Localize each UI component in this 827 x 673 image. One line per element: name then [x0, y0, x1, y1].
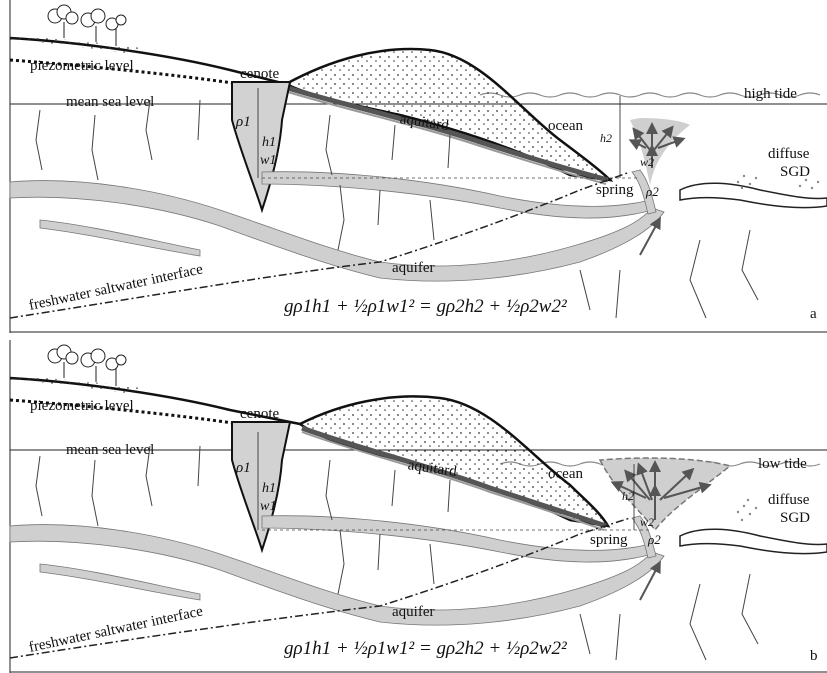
label-mean-sea-level: mean sea level [66, 94, 154, 110]
soil-dots [10, 36, 140, 56]
symbol-w1: w1 [260, 499, 276, 514]
label-mean-sea-level: mean sea level [66, 442, 154, 458]
label-spring: spring [590, 532, 628, 548]
panel-b: piezometric level cenote mean sea level … [0, 340, 827, 673]
diagram-b: piezometric level cenote mean sea level … [0, 340, 827, 673]
panel-letter: b [810, 648, 818, 664]
label-cenote: cenote [240, 406, 279, 422]
label-ocean: ocean [548, 466, 583, 482]
panel-letter: a [810, 306, 817, 322]
symbol-rho1: ρ1 [235, 114, 251, 130]
symbol-h2: h2 [600, 131, 612, 145]
label-spring: spring [596, 182, 634, 198]
label-piezometric: piezometric level [30, 398, 134, 414]
coast-reef [680, 183, 827, 207]
diffuse-dots [737, 499, 757, 521]
label-aquifer: aquifer [392, 260, 434, 276]
label-aquifer: aquifer [392, 604, 434, 620]
soil-dots [10, 376, 140, 396]
cenote-body [232, 82, 290, 210]
diagram-a: piezometric level cenote mean sea level … [0, 0, 827, 333]
symbol-h1: h1 [262, 135, 276, 150]
symbol-w1: w1 [260, 153, 276, 168]
equation: gρ1h1 + ½ρ1w1² = gρ2h2 + ½ρ2w2² [284, 638, 567, 659]
label-tide: high tide [744, 86, 797, 102]
symbol-rho1: ρ1 [235, 460, 251, 476]
label-tide: low tide [758, 456, 807, 472]
symbol-h1: h1 [262, 481, 276, 496]
symbol-w2: w2 [640, 155, 654, 169]
label-sgd: SGD [780, 510, 810, 526]
label-ocean: ocean [548, 118, 583, 134]
equation: gρ1h1 + ½ρ1w1² = gρ2h2 + ½ρ2w2² [284, 296, 567, 317]
symbol-w2: w2 [640, 515, 654, 529]
panel-a: piezometric level cenote mean sea level … [0, 0, 827, 333]
symbol-rho2: ρ2 [645, 184, 659, 199]
label-diffuse: diffuse [768, 146, 810, 162]
label-interface: freshwater saltwater interface [28, 603, 205, 656]
label-diffuse: diffuse [768, 492, 810, 508]
aquifer-conduits [10, 170, 664, 281]
label-cenote: cenote [240, 66, 279, 82]
label-sgd: SGD [780, 164, 810, 180]
label-piezometric: piezometric level [30, 58, 134, 74]
label-interface: freshwater saltwater interface [28, 261, 205, 314]
symbol-rho2: ρ2 [647, 532, 661, 547]
aquifer-conduits [10, 516, 664, 625]
aquitard-mound [300, 396, 608, 526]
symbol-h2: h2 [622, 489, 634, 503]
coast-reef [680, 529, 827, 553]
cenote-body [232, 422, 290, 550]
